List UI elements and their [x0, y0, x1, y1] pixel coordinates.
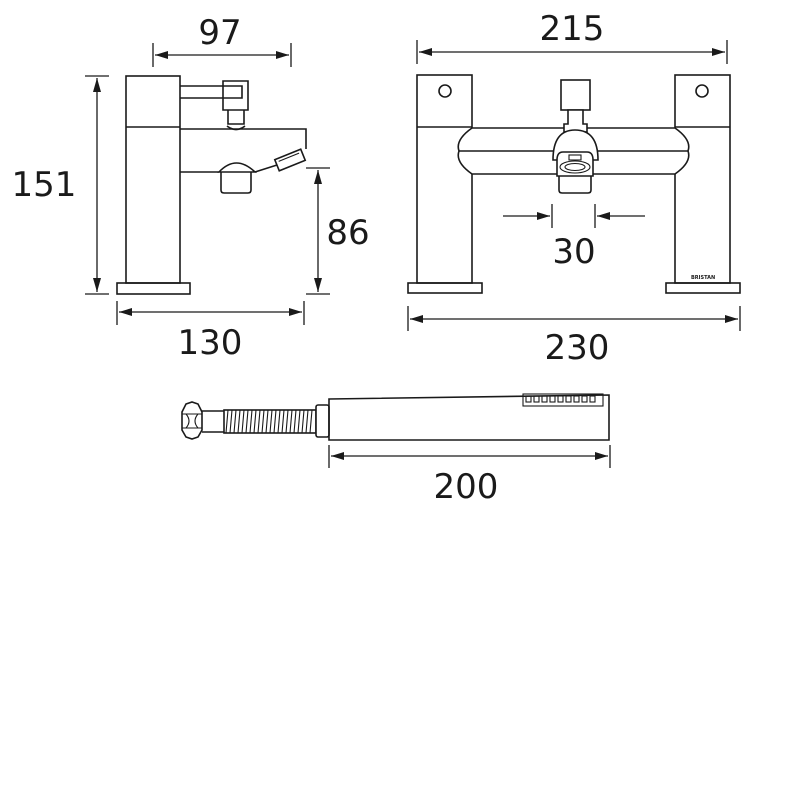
dim-label-30: 30 — [552, 232, 595, 272]
aerator-outer — [559, 160, 591, 174]
dim-230: 230 — [407, 306, 741, 368]
dim-200: 200 — [328, 445, 611, 507]
side-base-plate — [116, 282, 191, 295]
brand-mark: BRISTAN — [691, 275, 715, 281]
lever-stem — [227, 110, 245, 125]
side-view — [116, 75, 307, 295]
left-indicator-circle — [438, 84, 452, 98]
dim-97: 97 — [152, 13, 292, 67]
diverter-top — [560, 79, 591, 111]
aerator-tab — [568, 154, 582, 161]
spout-top — [180, 128, 307, 149]
spray-nozzles — [525, 395, 596, 403]
dim-215: 215 — [416, 9, 728, 64]
hex-nut — [181, 401, 203, 440]
dim-label-151: 151 — [12, 165, 77, 205]
left-base-plate — [407, 282, 483, 294]
hose-collar — [315, 404, 330, 438]
dim-86: 86 — [306, 167, 370, 295]
handset-body — [328, 394, 610, 441]
right-pillar — [674, 74, 731, 284]
hose-neck — [202, 410, 224, 433]
hose-braid — [225, 409, 313, 434]
dim-label-97: 97 — [198, 13, 241, 53]
diverter-knob — [220, 172, 252, 194]
spout-bottom-right — [254, 164, 278, 173]
dim-label-230: 230 — [545, 328, 610, 368]
diverter-dome — [217, 162, 258, 173]
lever-block — [222, 80, 249, 111]
right-base-plate — [665, 282, 741, 294]
front-view: BRISTAN — [407, 74, 741, 294]
aerator-inner — [564, 162, 586, 172]
dim-label-200: 200 — [434, 467, 499, 507]
dim-label-86: 86 — [326, 213, 369, 253]
spray-face — [522, 393, 604, 407]
dim-130: 130 — [116, 301, 305, 363]
left-pillar — [416, 74, 473, 284]
dim-30: 30 — [503, 204, 645, 272]
side-body — [125, 75, 181, 284]
right-indicator-circle — [695, 84, 709, 98]
shower-handset — [181, 393, 610, 441]
diverter-stem — [563, 109, 588, 133]
lever-arm — [180, 85, 243, 99]
dim-label-130: 130 — [178, 323, 243, 363]
spout-outlet — [273, 148, 307, 172]
spout-outlet-front — [558, 176, 592, 194]
dim-151: 151 — [12, 75, 109, 295]
dim-label-215: 215 — [540, 9, 605, 49]
